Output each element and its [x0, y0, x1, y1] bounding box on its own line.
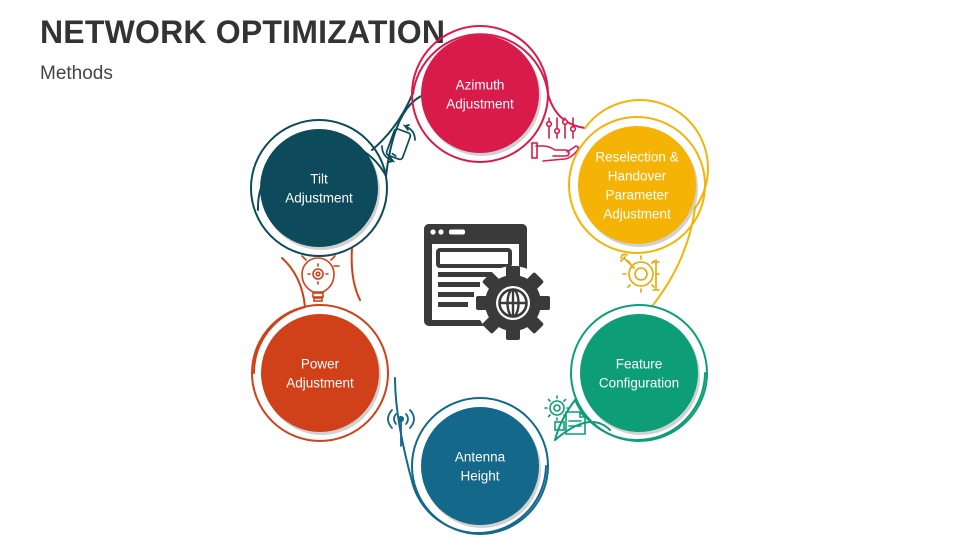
node-label-line: Height — [460, 469, 499, 484]
node-label-line: Tilt — [310, 172, 328, 187]
connector-arc — [371, 94, 413, 151]
node-halo — [250, 119, 388, 257]
node-label-line: Adjustment — [285, 191, 353, 206]
node-circle — [260, 129, 378, 247]
node-label-line: Adjustment — [603, 207, 671, 222]
gear-document-icon — [544, 395, 586, 435]
node-label-line: Adjustment — [286, 376, 354, 391]
node-circle — [421, 407, 539, 525]
node-label-line: Parameter — [605, 188, 669, 203]
node-halo — [411, 25, 549, 163]
browser-globe-gear-icon — [424, 224, 550, 340]
node-label-line: Power — [301, 357, 340, 372]
page-title: NETWORK OPTIMIZATION — [40, 14, 446, 50]
node-halo — [411, 397, 549, 535]
tools-gear-icon — [620, 253, 660, 293]
node-label-line: Reselection & — [595, 150, 678, 165]
sliders-hand-icon — [531, 117, 580, 162]
connector-arc — [350, 247, 361, 301]
node-label-line: Adjustment — [446, 97, 514, 112]
node-circle — [421, 35, 539, 153]
node-halo — [568, 116, 706, 254]
connector-arc — [412, 33, 586, 129]
connector-arc — [584, 99, 709, 306]
node-circle — [580, 314, 698, 432]
antenna-icon — [387, 409, 415, 447]
page-subtitle: Methods — [40, 63, 113, 84]
rotate-phone-icon — [381, 124, 416, 163]
node-label-line: Feature — [616, 357, 663, 372]
node-halo — [570, 304, 708, 442]
connector-arc — [554, 421, 611, 441]
node-halo — [251, 304, 389, 442]
bulb-gear-icon — [301, 255, 340, 302]
node-label-line: Handover — [608, 169, 667, 184]
node-label-line: Configuration — [599, 376, 679, 391]
node-label-line: Antenna — [455, 450, 506, 465]
node-label-line: Azimuth — [456, 78, 505, 93]
node-circle — [578, 126, 696, 244]
node-circle — [261, 314, 379, 432]
